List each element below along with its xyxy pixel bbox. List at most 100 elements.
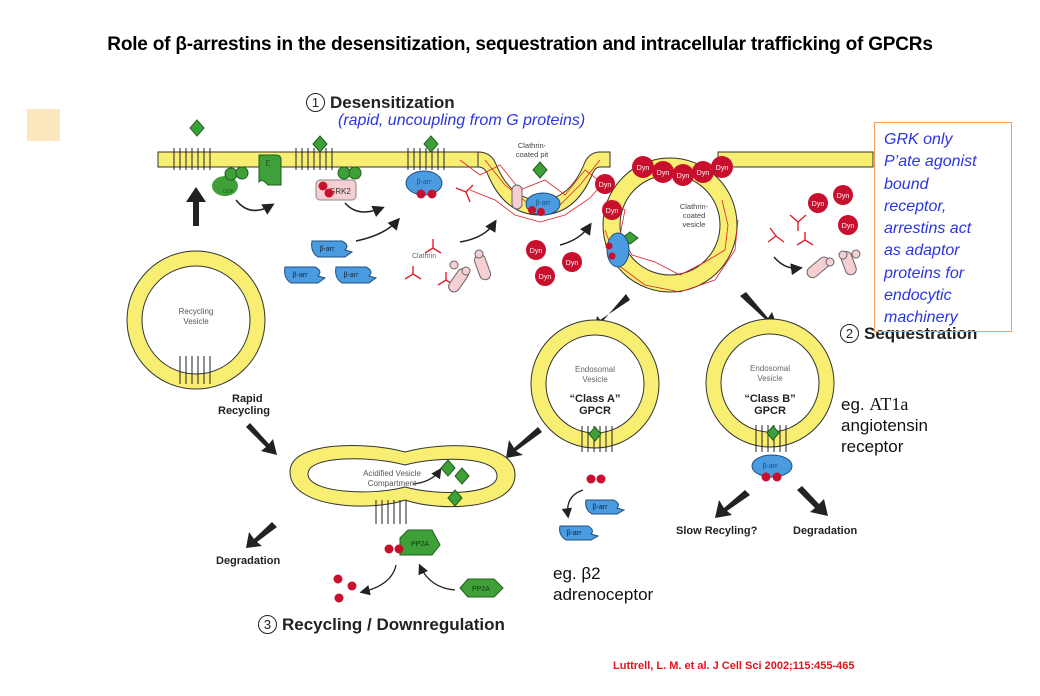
note-line: machinery	[884, 309, 958, 327]
svg-text:H: H	[194, 126, 199, 133]
endosomal-vesicle-class-a	[530, 319, 660, 484]
hormone-ligand: H	[189, 119, 205, 137]
note-line: endocytic	[884, 287, 952, 305]
svg-text:Dyn: Dyn	[657, 170, 670, 177]
step-desensitization-heading: 1 Desensitization	[306, 93, 455, 113]
dynamin: Dyn	[535, 266, 555, 286]
hormone-ligand	[423, 135, 439, 153]
note-line: proteins for	[884, 264, 965, 282]
recycling-vesicle-label-line1: Recycling	[179, 307, 214, 316]
svg-text:GDP: GDP	[223, 189, 235, 195]
beta-arrestin-pit: β-arr	[525, 192, 561, 216]
free-dynamin-group: Dyn Dyn Dyn Dyn Dyn Dyn Dyn Dyn	[526, 174, 858, 286]
svg-text:Dyn: Dyn	[606, 208, 619, 215]
phosphate	[324, 188, 334, 198]
svg-text:β-arr: β-arr	[320, 246, 336, 253]
slide-title: Role of β-arrestins in the desensitizati…	[107, 34, 933, 55]
dynamin: Dyn	[602, 200, 622, 220]
endosomal-vesicle-b-line1: Endosomal	[750, 364, 790, 373]
svg-text:GRK2: GRK2	[329, 187, 351, 196]
beta-arrestin-free: β-arr	[335, 266, 378, 284]
svg-text:β-arr: β-arr	[763, 463, 779, 470]
dynamin: Dyn	[652, 161, 674, 183]
svg-text:Dyn: Dyn	[599, 182, 612, 189]
dynamin: Dyn	[808, 193, 828, 213]
g-protein-trimer: GDP	[212, 166, 249, 196]
receptor-agonist-bound	[295, 148, 333, 170]
arrow-arrestin-release	[561, 489, 584, 519]
step-label: Sequestration	[864, 324, 978, 343]
beta-arrestin-bound: β-arr	[405, 170, 443, 199]
hormone-ligand	[532, 161, 548, 179]
example-line1: eg. β2	[553, 564, 601, 583]
svg-text:Dyn: Dyn	[637, 165, 650, 172]
svg-text:Dyn: Dyn	[677, 173, 690, 180]
rapid-recycling-label-line1: Rapid	[232, 393, 263, 405]
dynamin: Dyn	[838, 215, 858, 235]
degradation-left-label: Degradation	[216, 555, 280, 567]
svg-text:PP2A: PP2A	[411, 541, 429, 548]
dynamin-collar: Dyn Dyn Dyn Dyn Dyn	[632, 156, 733, 186]
svg-text:Dyn: Dyn	[716, 165, 729, 172]
coated-pit-label-line1: Clathrin-	[518, 141, 547, 150]
clathrin-coated-vesicle	[602, 157, 739, 293]
step-label: Desensitization	[330, 93, 455, 112]
coated-pit-label-line2: coated pit	[516, 150, 549, 159]
svg-text:Dyn: Dyn	[566, 260, 579, 267]
beta-arrestin-free: β-arr	[311, 240, 354, 258]
svg-text:Dyn: Dyn	[697, 170, 710, 177]
svg-text:β-arr: β-arr	[293, 272, 309, 279]
hormone-ligand	[312, 135, 328, 153]
coated-vesicle-label-line1: Clathrin-	[680, 202, 709, 211]
dynamin: Dyn	[692, 161, 714, 183]
dynamin: Dyn	[526, 240, 546, 260]
recycling-vesicle	[126, 250, 266, 390]
flow-arrows-recycling	[359, 563, 456, 596]
svg-text:Dyn: Dyn	[812, 201, 825, 208]
svg-text:β-arr: β-arr	[344, 272, 360, 279]
svg-text:β-arr: β-arr	[567, 530, 583, 537]
clathrin-triskelion-group	[404, 184, 814, 286]
svg-text:β-arr: β-arr	[593, 504, 609, 511]
class-b-label-line1: “Class B”	[744, 393, 795, 405]
effector: E	[258, 154, 282, 186]
svg-text:PP2A: PP2A	[472, 586, 490, 593]
coated-vesicle-label-line3: vesicle	[683, 220, 706, 229]
dynamin: Dyn	[595, 174, 615, 194]
free-phosphates	[333, 574, 357, 603]
pp2a-bound: PP2A	[384, 529, 441, 556]
dynamin: Dyn	[711, 156, 733, 178]
beta-arrestin-released: β-arr	[585, 499, 626, 515]
receptor-arrestin-bound	[407, 148, 445, 170]
note-line: GRK only	[884, 131, 953, 148]
svg-text:β-arr: β-arr	[536, 200, 552, 207]
citation: Luttrell, L. M. et al. J Cell Sci 2002;1…	[613, 660, 855, 672]
rapid-recycling-label-line2: Recycling	[218, 405, 270, 417]
bullet-square	[27, 109, 60, 141]
example-line3: receptor	[841, 437, 904, 456]
note-line: arrestins act	[884, 220, 972, 238]
g-beta-gamma	[337, 166, 362, 180]
dynamin: Dyn	[632, 156, 654, 178]
example-prefix: eg.	[841, 395, 870, 414]
slow-recycling-label: Slow Recyling?	[676, 525, 758, 537]
note-line: P’ate agonist	[884, 153, 977, 171]
acidified-vesicle-label-line2: Compartment	[368, 479, 417, 488]
clathrin-label: Clathrin	[412, 253, 436, 260]
step-label: Recycling / Downregulation	[282, 615, 505, 634]
beta-arrestin-free: β-arr	[284, 266, 327, 284]
step-number-badge: 3	[258, 615, 277, 634]
step-number-badge: 2	[840, 324, 859, 343]
svg-text:Dyn: Dyn	[837, 193, 850, 200]
acidified-vesicle-compartment	[289, 444, 516, 524]
note-line: receptor,	[884, 197, 947, 215]
example-class-a: eg. β2 adrenoceptor	[553, 563, 653, 605]
endosomal-vesicle-a-line1: Endosomal	[575, 365, 615, 374]
svg-text:Dyn: Dyn	[530, 248, 543, 255]
example-code: AT1a	[869, 394, 909, 414]
membrane-segment-right	[717, 151, 874, 168]
pp2a-free: PP2A	[459, 578, 504, 598]
step-number-badge: 1	[306, 93, 325, 112]
endosomal-vesicle-a-line2: Vesicle	[582, 375, 608, 384]
